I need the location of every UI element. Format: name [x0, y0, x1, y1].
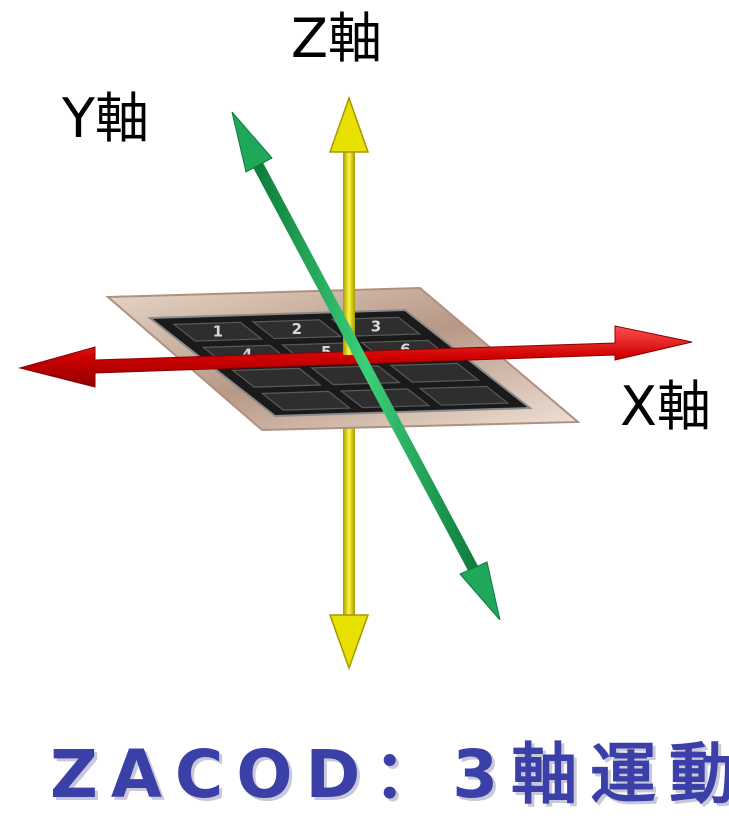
keypad-key — [172, 321, 264, 342]
keypad-key — [231, 367, 323, 388]
keypad-key-label: 1 — [213, 323, 223, 341]
keypad-key — [251, 319, 343, 340]
z-axis-upper — [328, 95, 370, 355]
keypad-key — [418, 385, 510, 406]
keypad-key-label: 2 — [292, 320, 302, 338]
z-axis-label: Z軸 — [291, 7, 382, 70]
keypad-key-label: 3 — [371, 318, 381, 336]
z-axis-lower — [328, 425, 370, 671]
x-axis-label: X軸 — [620, 375, 711, 438]
y-axis-arrow — [231, 111, 501, 621]
keypad-key — [389, 362, 481, 383]
y-axis-label: Y軸 — [62, 87, 149, 150]
caption-title: ZACOD：3軸運動 — [50, 736, 729, 813]
keypad-key — [260, 390, 352, 411]
